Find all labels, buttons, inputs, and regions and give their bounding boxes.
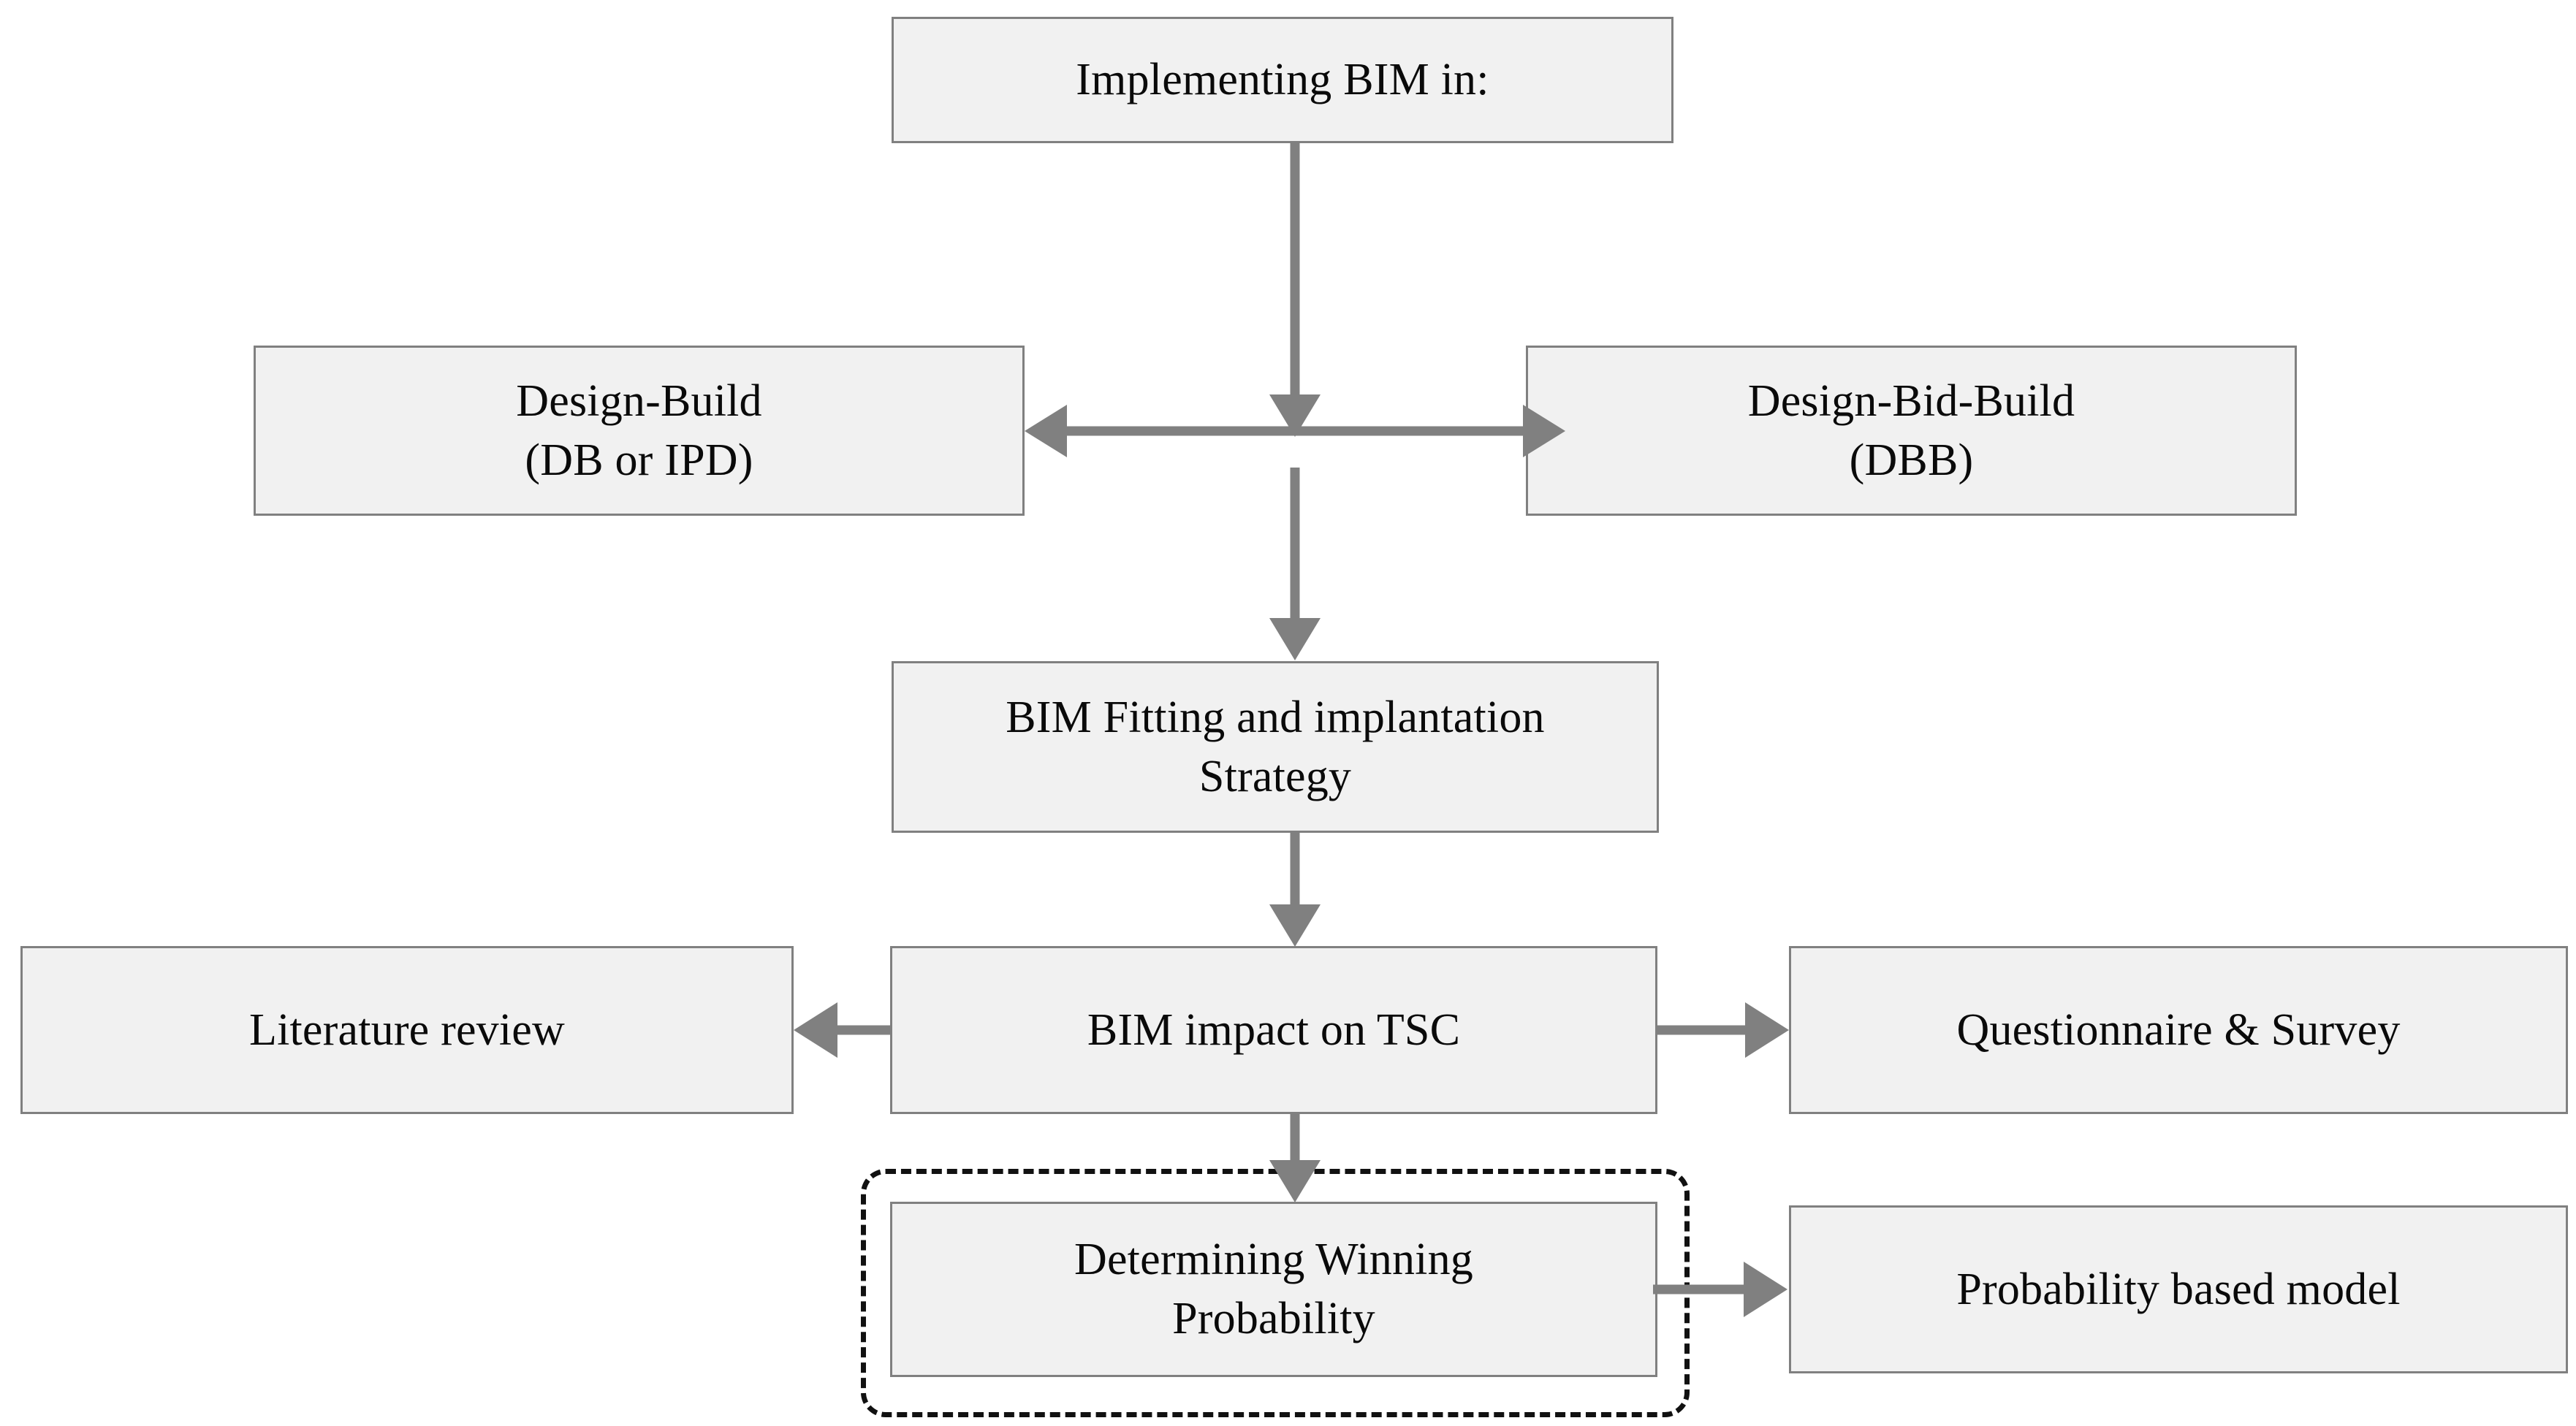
edge-impact-to-questionnaire [1657,1002,1789,1058]
edge-split-to-strategy [1269,468,1321,660]
node-design-bid-build-label: Design-Bid-Build (DBB) [1747,375,2075,485]
edge-delivery-method-link [1025,405,1565,457]
node-bim-impact[interactable]: BIM impact on TSC [890,946,1657,1114]
node-questionnaire-survey-label: Questionnaire & Survey [1956,1004,2401,1055]
node-probability-based-model-label: Probability based model [1956,1264,2401,1314]
node-design-build-label: Design-Build (DB or IPD) [516,375,762,485]
node-implementing-bim[interactable]: Implementing BIM in: [892,17,1673,143]
node-implementing-bim-label: Implementing BIM in: [1076,55,1489,105]
node-literature-review[interactable]: Literature review [20,946,794,1114]
node-determining-winning-probability[interactable]: Determining Winning Probability [890,1202,1657,1377]
node-determining-winning-probability-label: Determining Winning Probability [1074,1235,1474,1343]
node-literature-review-label: Literature review [249,1004,565,1055]
edge-implementing-to-split [1269,143,1321,437]
node-bim-impact-label: BIM impact on TSC [1087,1004,1461,1055]
node-design-bid-build[interactable]: Design-Bid-Build (DBB) [1526,346,2297,516]
node-design-build[interactable]: Design-Build (DB or IPD) [254,346,1025,516]
node-questionnaire-survey[interactable]: Questionnaire & Survey [1789,946,2568,1114]
node-probability-based-model[interactable]: Probability based model [1789,1205,2568,1373]
edge-strategy-to-impact [1269,833,1321,947]
node-bim-strategy-label: BIM Fitting and implantation Strategy [1006,692,1545,801]
node-bim-strategy[interactable]: BIM Fitting and implantation Strategy [892,661,1659,833]
edge-impact-to-literature [794,1002,890,1058]
